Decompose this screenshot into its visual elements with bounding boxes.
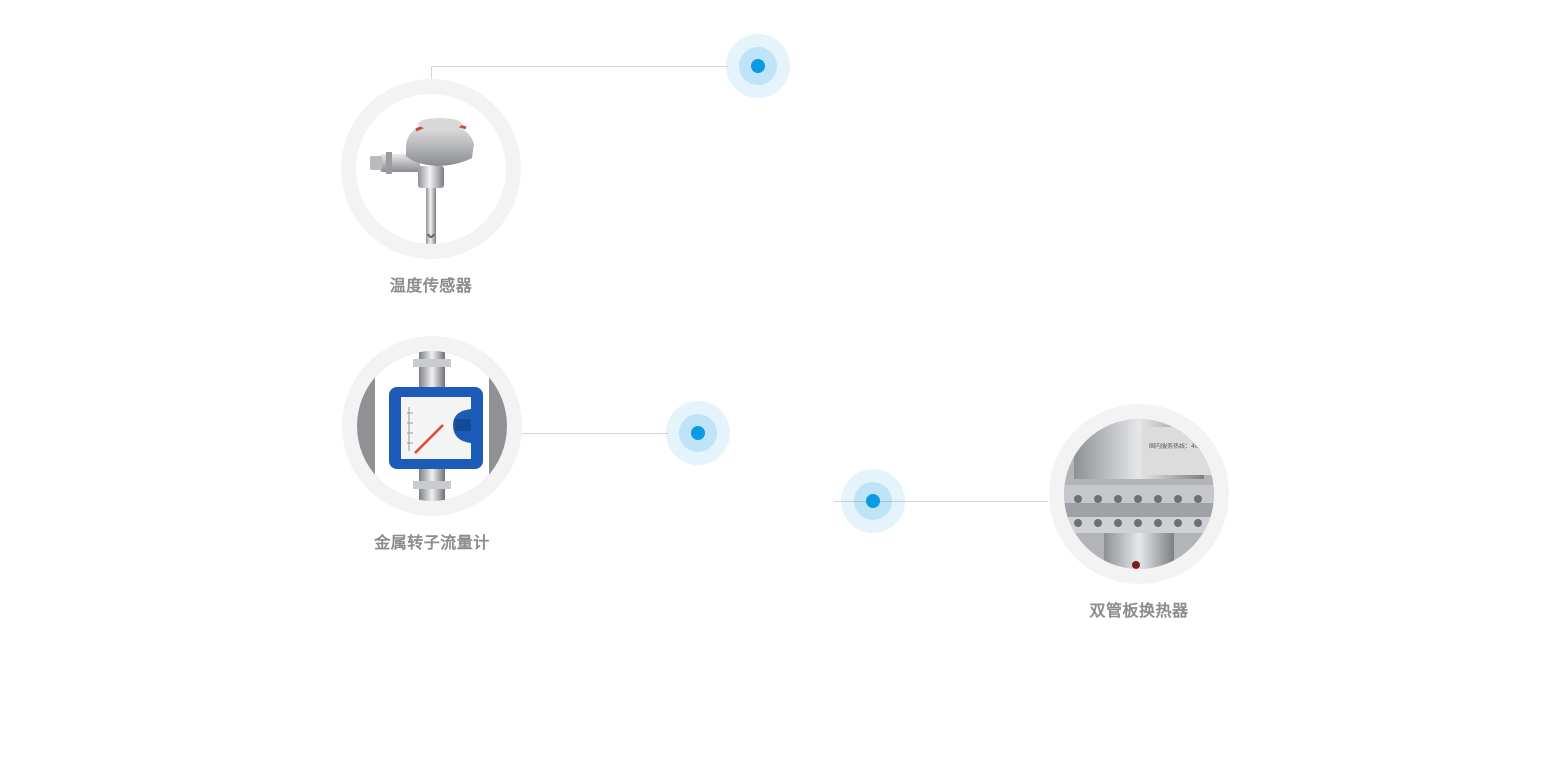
heat-exchanger-image: 国内服务热线：400 <box>1064 419 1214 569</box>
hotspot-dot <box>866 494 880 508</box>
nameplate-text: 国内服务热线：400 <box>1149 443 1203 450</box>
hotspot-heat-exchanger[interactable] <box>841 469 905 533</box>
connector-line-temperature-horizontal <box>431 66 727 67</box>
hotspot-dot <box>691 426 705 440</box>
product-temperature-sensor[interactable] <box>341 79 521 259</box>
temperature-sensor-image <box>356 94 506 244</box>
product-label: 金属转子流量计 <box>374 533 490 552</box>
metal-rotor-flowmeter-image <box>357 351 507 501</box>
connector-line-flowmeter <box>522 433 668 434</box>
connector-line-heat-exchanger <box>834 501 1048 502</box>
product-label: 温度传感器 <box>389 276 473 295</box>
product-double-tube-sheet-heat-exchanger[interactable]: 国内服务热线：400 <box>1049 404 1229 584</box>
product-metal-rotor-flowmeter[interactable] <box>342 336 522 516</box>
product-label: 双管板换热器 <box>1089 601 1189 620</box>
hotspot-dot <box>751 59 765 73</box>
hotspot-temperature-sensor[interactable] <box>726 34 790 98</box>
hotspot-metal-rotor-flowmeter[interactable] <box>666 401 730 465</box>
